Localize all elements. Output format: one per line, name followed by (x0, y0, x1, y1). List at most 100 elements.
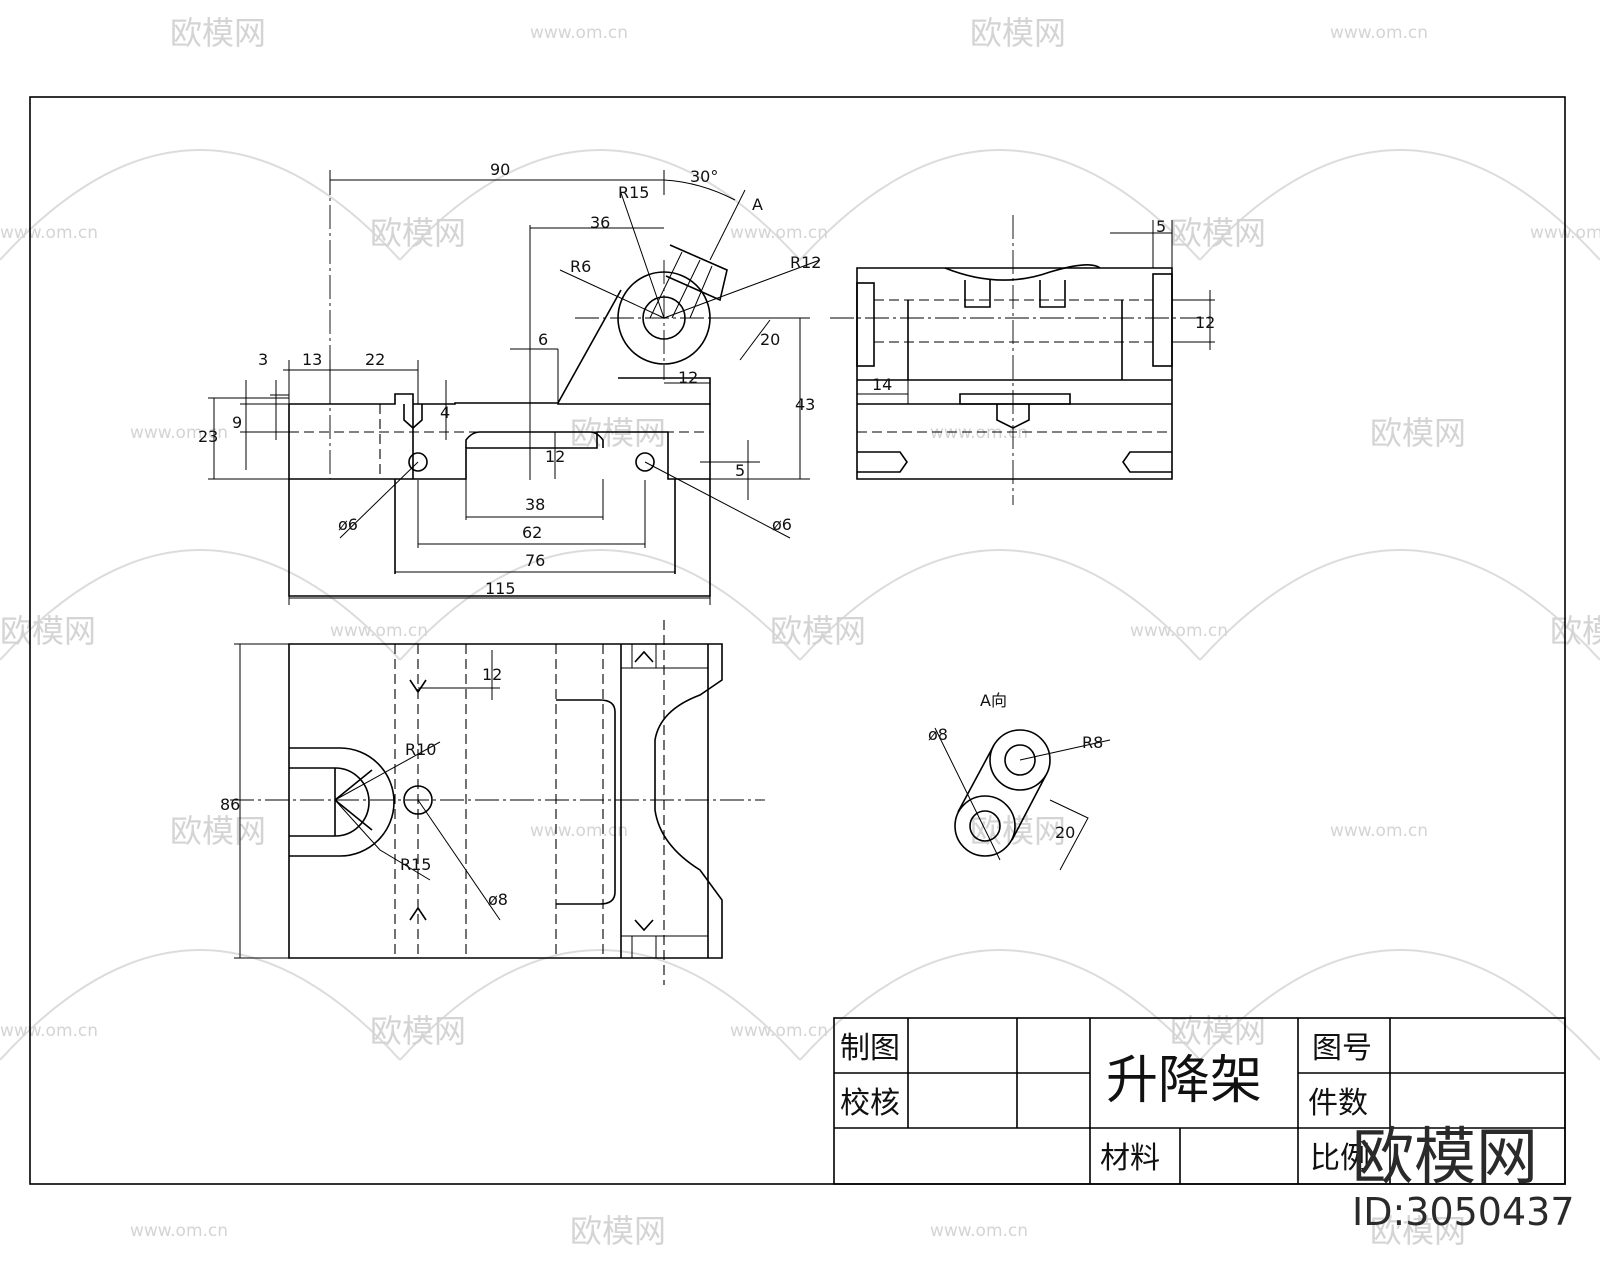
front-lower-body (288, 479, 711, 597)
dim-label: 43 (795, 395, 815, 414)
side-top-curve (944, 264, 1101, 281)
front-view-outline (288, 393, 711, 480)
watermark-arcs (0, 149, 1600, 1061)
dim-label: 5 (1156, 217, 1166, 236)
dim-label: 62 (522, 523, 542, 542)
front-hole-right (635, 452, 655, 472)
aux-view-label: A向 (980, 691, 1007, 710)
scale-label: 比例 (1310, 1141, 1370, 1176)
watermark-brand: 欧模网 (970, 14, 1066, 52)
dim-label: 90 (490, 160, 510, 179)
dim-label: 12 (678, 368, 698, 387)
dim-label: ø6 (772, 515, 792, 534)
title-block-grid (834, 1018, 1565, 1184)
quantity-label: 件数 (1308, 1086, 1368, 1121)
top-bosses (621, 644, 708, 958)
drawn-by-label: 制图 (840, 1031, 900, 1066)
watermark-site: www.om.cn (1330, 23, 1428, 43)
drawing-no-label: 图号 (1312, 1031, 1372, 1066)
watermark-brand: 欧模网 (770, 612, 866, 650)
top-rounded-slot-inner (289, 767, 370, 837)
side-holes (857, 451, 1172, 473)
watermark-site: www.om.cn (730, 1021, 828, 1041)
watermark-site: www.om.cn (930, 1221, 1028, 1241)
watermark-site: www.om.cn (330, 621, 428, 641)
top-rounded-slot-outer (289, 747, 395, 857)
front-lug-lines (649, 251, 713, 319)
dim-label: ø8 (488, 890, 508, 909)
front-boss-base (618, 377, 711, 404)
aux-circle-top (989, 729, 1051, 791)
front-incline (557, 289, 622, 404)
dim-label: 9 (232, 413, 242, 432)
dim-label: A (752, 195, 763, 214)
side-dim (1110, 220, 1173, 268)
top-right-walls (620, 644, 709, 958)
watermark-site: www.om.cn (530, 23, 628, 43)
watermark-brand: 欧模网 (170, 812, 266, 850)
front-hole-left (408, 452, 428, 472)
brand-id-text: ID:3050437 (1352, 1190, 1575, 1234)
material-label: 材料 (1100, 1141, 1160, 1176)
watermark-site: www.om.cn (730, 223, 828, 243)
top-view: 12 R10 86 R15 ø8 (220, 620, 765, 985)
dim-label: ø6 (338, 515, 358, 534)
aux-hole-bottom (969, 810, 1001, 842)
watermark-brand: 欧模网 (370, 1012, 466, 1050)
side-walls (907, 300, 1123, 380)
watermark-brand: 欧模网 (570, 1212, 666, 1250)
aux-hole-top (1004, 744, 1036, 776)
brand-logo: 欧模网 ID:3050437 (1352, 1120, 1575, 1234)
watermark-site: www.om.cn (130, 423, 228, 443)
watermark-site: www.om.cn (1330, 821, 1428, 841)
watermark-site: www.om.cn (530, 821, 628, 841)
dim-label: 23 (198, 427, 218, 446)
dim-label: 36 (590, 213, 610, 232)
dim-label: 86 (220, 795, 240, 814)
watermark-brand: 欧模网 (170, 14, 266, 52)
aux-dims (934, 727, 1111, 871)
watermark-layer: www.om.cn www.om.cn www.om.cn www.om.cn … (0, 14, 1600, 1250)
drawing-frame (29, 96, 1566, 1185)
side-dim (857, 375, 909, 404)
dim-label: 20 (760, 330, 780, 349)
part-title: 升降架 (1106, 1051, 1262, 1111)
brand-logo-text: 欧模网 (1352, 1120, 1538, 1193)
dim-label: 38 (525, 495, 545, 514)
side-flange-right (1152, 273, 1173, 367)
dim-label: R6 (570, 257, 591, 276)
dim-label: 76 (525, 551, 545, 570)
watermark-brand: 欧模网 (970, 812, 1066, 850)
aux-slot-edges (957, 744, 1047, 841)
aux-view: A向 ø8 R8 20 (928, 691, 1111, 871)
watermark-brand: 欧模网 (0, 612, 96, 650)
dim-label: ø8 (928, 725, 948, 744)
watermark-site: www.om.cn (130, 1221, 228, 1241)
side-pad (959, 393, 1071, 405)
dim-label: 115 (485, 579, 516, 598)
watermark-brand: 欧模网 (1370, 1212, 1466, 1250)
front-dimensions (208, 170, 821, 605)
top-slot-hatch (334, 768, 373, 836)
watermark-site: www.om.cn (1130, 621, 1228, 641)
side-top-slots (964, 280, 1066, 308)
watermark-brand: 欧模网 (370, 214, 466, 252)
watermark-site: www.om.cn (0, 1021, 98, 1041)
watermark-brand: 欧模网 (570, 414, 666, 452)
top-dim (334, 741, 501, 921)
front-view: 90 30° A R15 36 R6 R12 20 6 12 43 3 13 2… (198, 160, 821, 605)
watermark-site: www.om.cn (0, 223, 98, 243)
dim-label: R8 (1082, 733, 1103, 752)
top-view-outline (288, 643, 723, 959)
dim-label: 3 (258, 350, 268, 369)
dim-label: 22 (365, 350, 385, 369)
top-channel (556, 699, 616, 905)
dim-label: 20 (1055, 823, 1075, 842)
side-dim (1172, 290, 1215, 350)
top-dim (234, 643, 289, 959)
title-block: 制图 校核 升降架 图号 件数 材料 比例 (833, 1017, 1566, 1185)
dim-label: R10 (405, 740, 436, 759)
front-countersink (403, 404, 423, 430)
dim-label: 12 (1195, 313, 1215, 332)
side-view: 5 12 14 (830, 215, 1215, 505)
